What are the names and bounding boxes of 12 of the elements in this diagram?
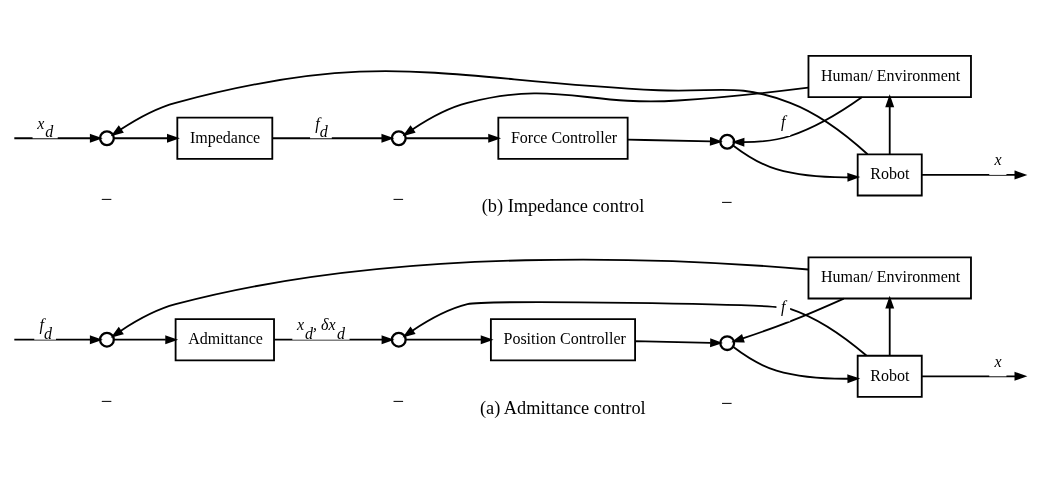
label: − — [720, 190, 733, 213]
label: (a) Admittance control — [480, 397, 646, 418]
label: − — [392, 188, 405, 211]
label: − — [720, 391, 733, 414]
label: − — [392, 389, 405, 412]
label: − — [100, 188, 113, 211]
edge-label: x — [994, 151, 1002, 169]
edge-label: x — [994, 352, 1002, 370]
edge-label: f — [781, 112, 786, 130]
edge-label: f — [781, 297, 786, 315]
label: (b) Impedance control — [481, 196, 645, 217]
label: − — [100, 389, 113, 412]
